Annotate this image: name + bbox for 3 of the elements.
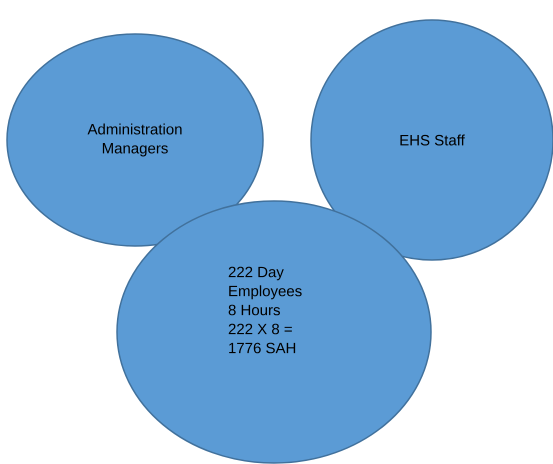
node-label: 8 Hours	[228, 304, 280, 316]
node-label: 222 X 8 = 1776 SAH	[228, 324, 296, 354]
node-label: 222 Day Employees	[228, 266, 302, 300]
